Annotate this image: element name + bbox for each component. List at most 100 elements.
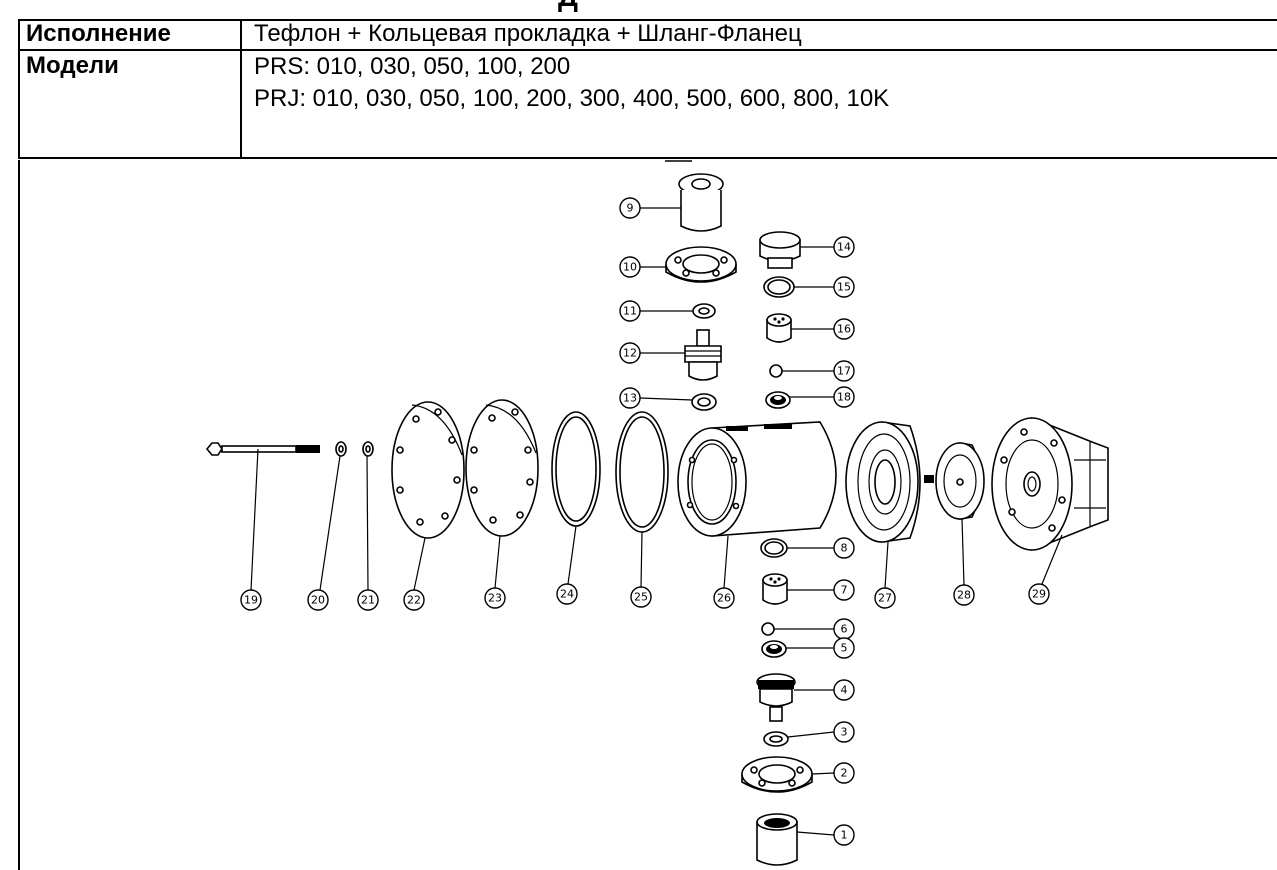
table-border-top (18, 19, 1277, 21)
svg-text:5: 5 (841, 642, 848, 655)
value-models-prj: PRJ: 010, 030, 050, 100, 200, 300, 400, … (254, 85, 890, 112)
svg-text:28: 28 (957, 589, 971, 602)
part-1-fitting (756, 813, 798, 866)
svg-text:27: 27 (878, 592, 892, 605)
callout-27: 27 (874, 587, 896, 609)
part-2-flange (741, 756, 813, 793)
callout-19: 19 (240, 589, 262, 611)
table-border-row (18, 49, 1277, 51)
svg-text:26: 26 (717, 592, 731, 605)
callout-22: 22 (403, 589, 425, 611)
cropped-heading: Д (0, 0, 1277, 20)
callout-18: 18 (833, 386, 855, 408)
part-23-diaphragm (465, 399, 539, 537)
part-17-ball (769, 364, 783, 378)
part-26-body (677, 421, 837, 537)
svg-text:15: 15 (837, 281, 851, 294)
part-28-disc (935, 442, 985, 520)
part-9-fitting (678, 173, 724, 232)
part-18-seat (765, 391, 791, 409)
part-10-flange (665, 246, 737, 283)
part-16-guide (766, 313, 792, 343)
svg-text:10: 10 (623, 261, 637, 274)
callout-28: 28 (953, 584, 975, 606)
value-models-prs: PRS: 010, 030, 050, 100, 200 (254, 53, 571, 80)
svg-text:11: 11 (623, 305, 637, 318)
callout-25: 25 (630, 586, 652, 608)
svg-text:12: 12 (623, 347, 637, 360)
callout-21: 21 (357, 589, 379, 611)
callout-5: 5 (833, 637, 855, 659)
leader-lines (250, 207, 1063, 836)
table-border-column (240, 19, 242, 159)
part-14-cap (759, 231, 801, 269)
callout-24: 24 (556, 583, 578, 605)
svg-text:21: 21 (361, 594, 375, 607)
callout-14: 14 (833, 236, 855, 258)
callout-15: 15 (833, 276, 855, 298)
info-table: Исполнение Тефлон + Кольцевая прокладка … (18, 19, 1277, 159)
callout-2: 2 (833, 762, 855, 784)
svg-text:22: 22 (407, 594, 421, 607)
svg-text:7: 7 (841, 584, 848, 597)
part-21-washer (362, 441, 374, 457)
svg-text:4: 4 (841, 684, 848, 697)
table-border-bottom (18, 157, 1277, 159)
callout-17: 17 (833, 360, 855, 382)
svg-text:18: 18 (837, 391, 851, 404)
callout-16: 16 (833, 318, 855, 340)
part-13-ring (691, 393, 717, 411)
callout-6: 6 (833, 618, 855, 640)
part-7-guide (762, 573, 788, 605)
part-5-seat (761, 640, 787, 658)
part-25-o-ring (615, 411, 669, 533)
part-27-bellows (845, 421, 934, 543)
svg-text:9: 9 (627, 202, 634, 215)
callout-12: 12 (619, 342, 641, 364)
callout-13: 13 (619, 387, 641, 409)
exploded-view-drawing: 9 10 11 12 13 14 15 16 17 18 19 20 21 22… (0, 160, 1277, 870)
callout-1: 1 (833, 824, 855, 846)
part-22-cover (391, 401, 465, 539)
svg-text:16: 16 (837, 323, 851, 336)
part-29-housing (991, 416, 1109, 552)
callout-10: 10 (619, 256, 641, 278)
svg-text:24: 24 (560, 588, 574, 601)
part-11-ring (692, 303, 716, 319)
svg-text:23: 23 (488, 592, 502, 605)
callout-4: 4 (833, 679, 855, 701)
callout-11: 11 (619, 300, 641, 322)
callout-3: 3 (833, 721, 855, 743)
part-4-nipple (756, 673, 796, 722)
label-models: Модели (26, 52, 119, 79)
part-8-ring (760, 538, 788, 558)
svg-text:19: 19 (244, 594, 258, 607)
value-execution: Тефлон + Кольцевая прокладка + Шланг-Фла… (254, 20, 802, 47)
svg-text:6: 6 (841, 623, 848, 636)
part-20-washer (335, 441, 347, 457)
svg-text:8: 8 (841, 542, 848, 555)
svg-text:13: 13 (623, 392, 637, 405)
table-border-left (18, 19, 20, 159)
svg-text:1: 1 (841, 829, 848, 842)
callout-8: 8 (833, 537, 855, 559)
callout-9: 9 (619, 197, 641, 219)
svg-text:3: 3 (841, 726, 848, 739)
callout-20: 20 (307, 589, 329, 611)
part-3-ring (763, 731, 789, 747)
svg-text:17: 17 (837, 365, 851, 378)
svg-text:25: 25 (634, 591, 648, 604)
callout-29: 29 (1028, 583, 1050, 605)
label-execution: Исполнение (26, 20, 171, 47)
part-19-bolt (205, 442, 320, 456)
part-24-o-ring (551, 411, 601, 527)
callout-7: 7 (833, 579, 855, 601)
drawing-svg: 9 10 11 12 13 14 15 16 17 18 19 20 21 22… (18, 160, 1109, 870)
svg-text:20: 20 (311, 594, 325, 607)
svg-text:2: 2 (841, 767, 848, 780)
svg-text:14: 14 (837, 241, 851, 254)
callout-26: 26 (713, 587, 735, 609)
part-12-nipple (684, 329, 722, 381)
part-15-ring (763, 276, 795, 298)
